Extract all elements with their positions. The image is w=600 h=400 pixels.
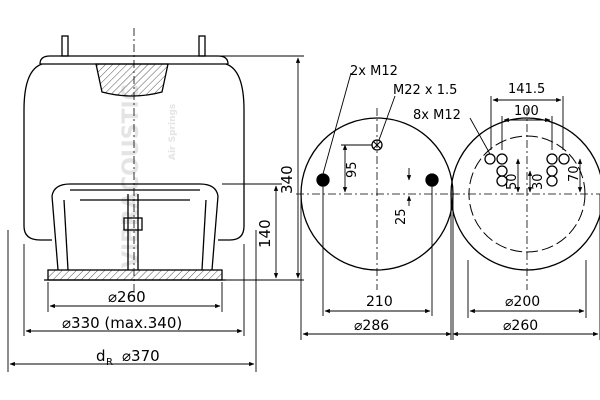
leader-air xyxy=(378,95,396,141)
label-studs: 2x M12 xyxy=(350,64,398,79)
top-view-labels: 2x M12 M22 x 1.5 95 25 210 ⌀286 xyxy=(345,64,457,334)
bottom-view-labels: 8x M12 141.5 100 70 50 30 ⌀200 ⌀260 xyxy=(413,82,582,334)
label-height-total: 340 xyxy=(278,165,296,194)
label-air: M22 x 1.5 xyxy=(393,83,457,98)
label-bellows-dia: ⌀260 xyxy=(108,288,146,306)
top-view xyxy=(296,108,458,290)
label-v50: 50 xyxy=(505,173,520,190)
hole-1 xyxy=(484,153,496,165)
piston-inner-left xyxy=(63,199,69,271)
brand-watermark: VIBRACOUSTIC Air Springs xyxy=(119,84,178,268)
side-view xyxy=(23,28,245,300)
label-holes: 8x M12 xyxy=(413,108,461,123)
piston-wall-right xyxy=(211,195,219,271)
bottom-view xyxy=(450,108,600,290)
bump-stop xyxy=(95,63,169,97)
hole-5 xyxy=(546,153,558,165)
right-stud xyxy=(198,35,206,57)
air-inlet-cross-b xyxy=(372,140,382,150)
hole-7 xyxy=(546,165,558,177)
label-height-piston: 140 xyxy=(256,219,274,248)
label-v70: 70 xyxy=(567,165,582,182)
label-base-dia: ⌀200 xyxy=(505,294,540,310)
top-view-dimensions xyxy=(300,72,454,340)
bottom-view-dimensions xyxy=(450,96,600,340)
piston-top xyxy=(51,183,219,197)
piston-inner-right xyxy=(201,199,207,271)
watermark-subline: Air Springs xyxy=(168,104,178,160)
center-nut xyxy=(123,217,143,231)
stud-left xyxy=(316,173,330,187)
hole-6 xyxy=(558,153,570,165)
label-v30: 30 xyxy=(531,173,546,190)
piston-base xyxy=(47,269,223,281)
side-dimensions xyxy=(7,55,304,372)
hole-8 xyxy=(546,175,558,187)
label-outer-spacing: 141.5 xyxy=(508,82,545,97)
stud-right xyxy=(425,173,439,187)
label-dr-sub: R xyxy=(106,357,113,368)
side-dimension-labels: ⌀260 ⌀330 (max.340) d R ⌀370 340 140 xyxy=(62,165,296,368)
label-spacing: 210 xyxy=(366,294,393,310)
bellows-left xyxy=(23,63,52,241)
label-piston-dia: ⌀330 (max.340) xyxy=(62,314,182,332)
label-dr: d xyxy=(96,347,106,365)
label-dr-value: ⌀370 xyxy=(122,347,160,365)
hole-4 xyxy=(496,175,508,187)
label-offset-y: 95 xyxy=(345,161,360,178)
leader-studs xyxy=(322,72,352,175)
label-offset-x: 25 xyxy=(394,208,409,225)
bellows-right xyxy=(218,63,245,241)
label-plate-dia: ⌀286 xyxy=(354,318,389,334)
watermark-brand: VIBRACOUSTIC xyxy=(119,84,144,268)
piston-wall-left xyxy=(51,195,59,271)
leader-holes xyxy=(469,117,491,155)
label-outer-dia: ⌀260 xyxy=(503,318,538,334)
hole-2 xyxy=(496,153,508,165)
label-inner-spacing: 100 xyxy=(514,104,539,119)
left-stud xyxy=(61,35,69,57)
